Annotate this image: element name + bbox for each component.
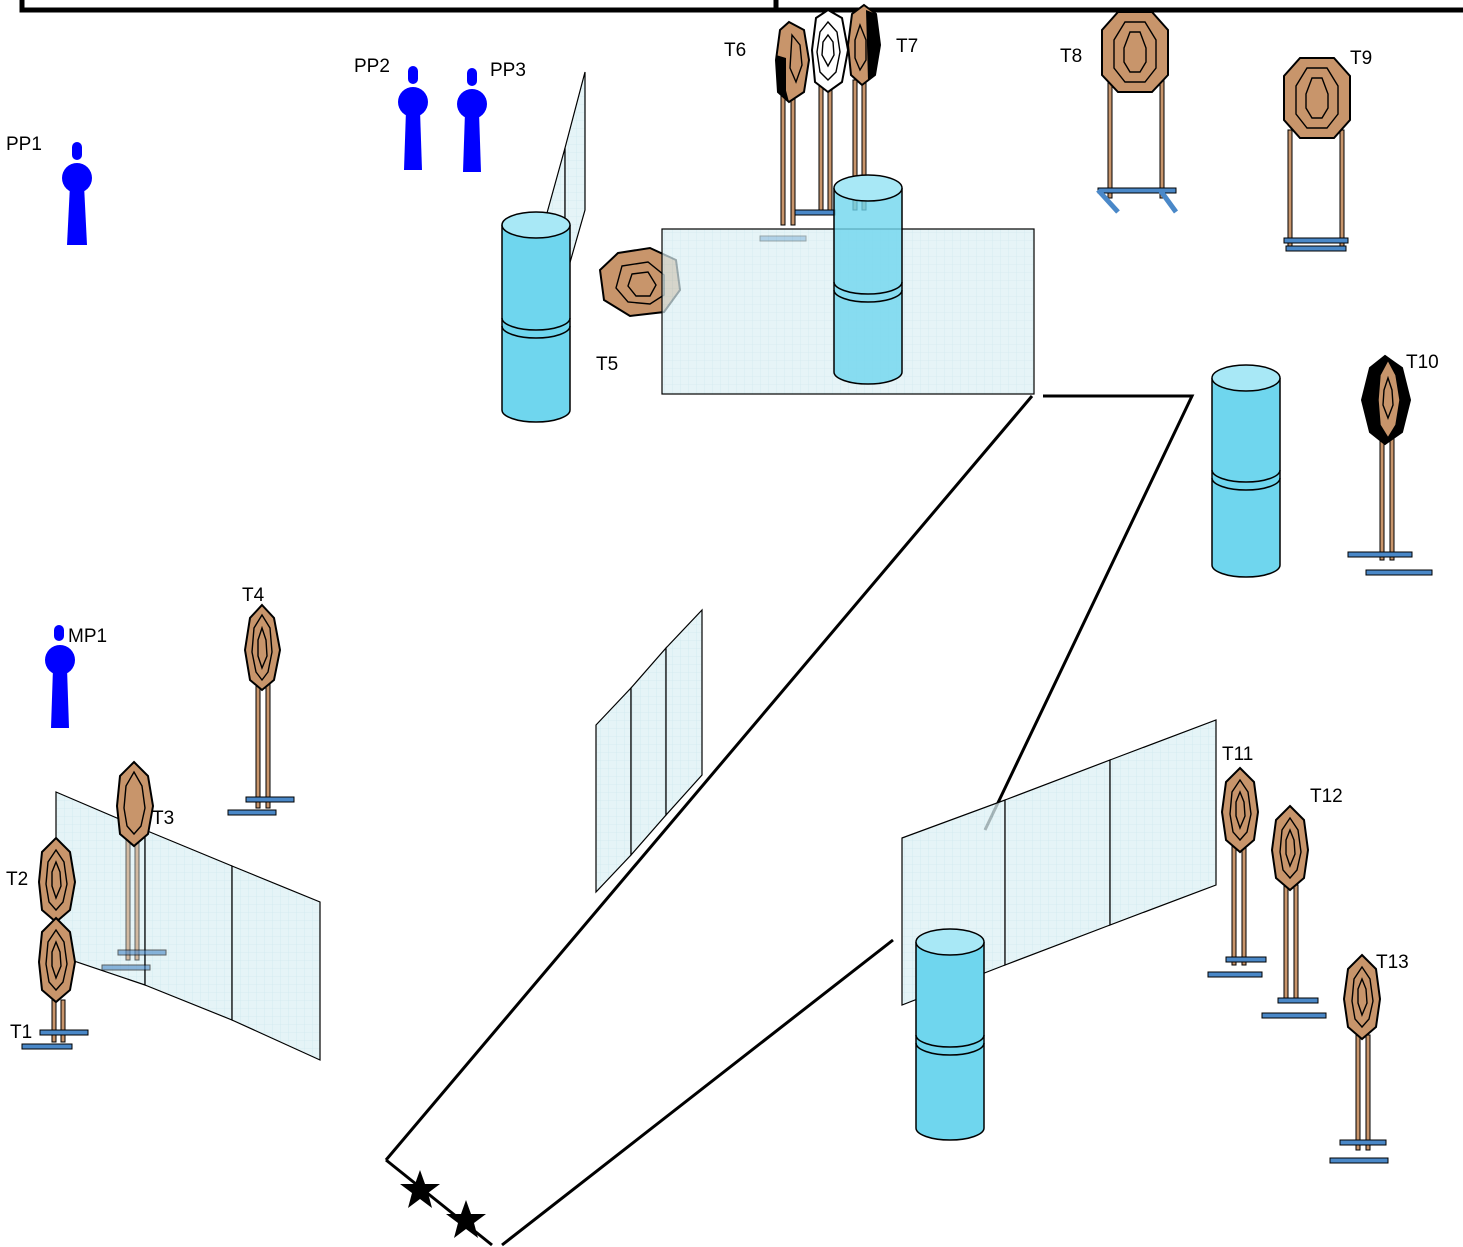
barrel-top-center [833,174,903,385]
target-t3 [101,760,167,971]
target-t8 [1096,11,1179,214]
target-t10 [1347,354,1433,576]
popper-pp2 [398,66,428,170]
label-t9: T9 [1350,48,1372,69]
label-t10: T10 [1406,352,1439,373]
label-t6: T6 [724,40,746,61]
target-t4 [227,603,295,816]
label-t11: T11 [1222,744,1253,765]
label-pp1: PP1 [6,134,42,155]
label-pp3: PP3 [490,60,526,81]
target-t9 [1283,57,1351,252]
stage-frame [19,0,1463,13]
label-t1: T1 [10,1022,32,1043]
target-t11 [1207,766,1267,978]
label-mp1: MP1 [68,626,107,647]
label-pp2: PP2 [354,56,390,77]
target-t6 [774,20,811,104]
wall-right [901,719,1217,1006]
no-shoot-white [810,8,850,94]
popper-mp1 [45,625,75,728]
barrel-bottom-right [915,928,985,1141]
label-t4: T4 [242,585,265,606]
target-t1-t2 [21,836,89,1050]
label-t3: T3 [152,808,174,829]
label-t12: T12 [1310,786,1343,807]
target-t13 [1329,953,1389,1164]
label-t7: T7 [896,36,918,57]
popper-pp1 [62,142,92,245]
stands-t6-t7 [759,79,867,242]
wall-center [595,608,703,894]
barrel-right [1211,364,1281,578]
target-t7 [846,3,882,87]
label-t13: T13 [1376,952,1409,973]
label-t8: T8 [1060,46,1082,67]
fault-lines [384,394,1195,1247]
target-t12 [1261,804,1327,1019]
start-position-star-icon [400,1170,486,1238]
label-t2: T2 [6,869,28,890]
popper-pp3 [457,68,487,172]
label-t5: T5 [596,354,618,375]
wall-left [55,791,321,1061]
barrel-top-left [501,211,571,423]
labels: PP1 PP2 PP3 MP1 T1 T2 T3 T4 T5 T6 T7 T8 … [6,36,1439,1043]
